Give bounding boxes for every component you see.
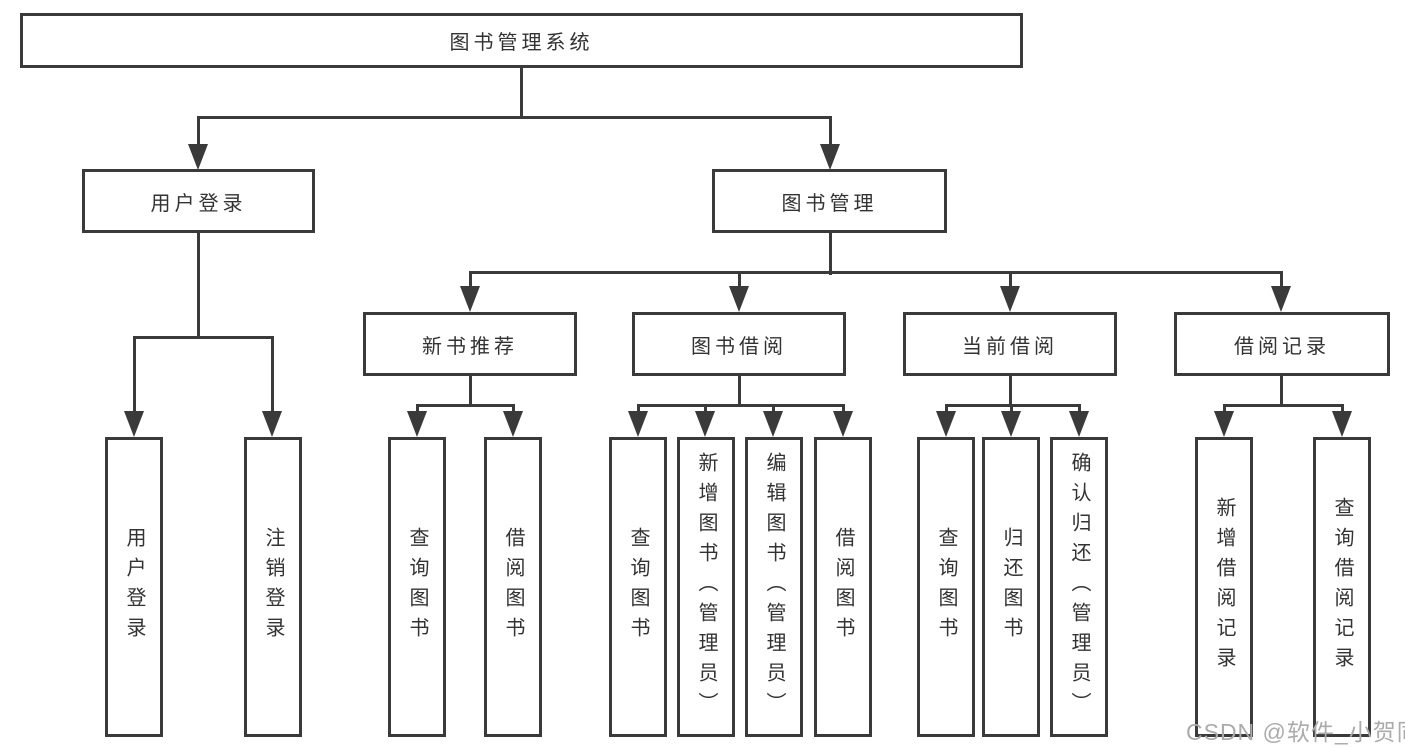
connector-line (637, 404, 640, 414)
node-recommend-query-books: 查询图书 (388, 437, 446, 737)
arrowhead-down-icon (833, 411, 853, 437)
arrowhead-down-icon (1332, 411, 1352, 437)
connector-line (945, 404, 948, 414)
connector-line (1009, 271, 1012, 289)
arrowhead-down-icon (1214, 411, 1234, 437)
node-return-books: 归还图书 (982, 437, 1040, 737)
connector-line (637, 404, 845, 407)
node-book-borrowing: 图书借阅 (632, 312, 846, 376)
arrowhead-down-icon (188, 144, 208, 170)
node-borrow-query-books: 查询图书 (609, 437, 667, 737)
node-new-book-recommend: 新书推荐 (363, 312, 577, 376)
node-label: 确认归还（管理员） (1068, 452, 1090, 722)
connector-line (133, 336, 274, 339)
connector-line (469, 271, 472, 289)
arrowhead-down-icon (628, 411, 648, 437)
node-label: 当前借阅 (962, 335, 1058, 358)
node-confirm-return-admin: 确认归还（管理员） (1050, 437, 1108, 737)
connector-line (416, 404, 419, 414)
connector-line (704, 404, 707, 414)
node-label: 归还图书 (1000, 527, 1022, 647)
connector-line (1010, 404, 1013, 414)
connector-line (772, 404, 775, 414)
node-add-borrow-record: 新增借阅记录 (1195, 437, 1253, 737)
node-label: 借阅图书 (502, 527, 524, 647)
connector-line (197, 233, 200, 339)
connector-line (1223, 404, 1226, 414)
node-current-borrowing: 当前借阅 (903, 312, 1117, 376)
node-label: 图书管理系统 (449, 32, 594, 54)
arrowhead-down-icon (729, 286, 749, 312)
node-edit-books-admin: 编辑图书（管理员） (745, 437, 803, 737)
connector-line (1280, 375, 1283, 407)
connector-line (945, 404, 1081, 407)
arrowhead-down-icon (1001, 411, 1021, 437)
node-query-borrow-record: 查询借阅记录 (1313, 437, 1371, 737)
arrowhead-down-icon (460, 286, 480, 312)
connector-line (520, 68, 523, 119)
connector-line (829, 233, 832, 275)
node-label: 查询图书 (935, 527, 957, 647)
connector-line (197, 116, 200, 146)
connector-line (1009, 375, 1012, 407)
node-label: 借阅记录 (1234, 335, 1330, 358)
arrowhead-down-icon (936, 411, 956, 437)
arrowhead-down-icon (262, 411, 282, 437)
connector-line (829, 116, 832, 146)
connector-line (1223, 404, 1344, 407)
arrowhead-down-icon (763, 411, 783, 437)
node-label: 图书借阅 (691, 335, 787, 358)
node-logout: 注销登录 (244, 437, 302, 737)
node-recommend-borrow-books: 借阅图书 (484, 437, 542, 737)
node-label: 图书管理 (781, 192, 878, 215)
arrowhead-down-icon (820, 144, 840, 170)
node-borrow-books: 借阅图书 (814, 437, 872, 737)
csdn-watermark: CSDN @软件_小贺同学 (1186, 719, 1405, 745)
node-label: 查询图书 (627, 527, 649, 647)
node-label: 注销登录 (262, 527, 284, 647)
node-label: 编辑图书（管理员） (763, 452, 785, 722)
connector-line (1341, 404, 1344, 414)
node-library-system: 图书管理系统 (20, 13, 1023, 68)
node-add-books-admin: 新增图书（管理员） (677, 437, 735, 737)
connector-line (842, 404, 845, 414)
node-label: 新书推荐 (422, 335, 518, 358)
connector-line (197, 116, 832, 119)
connector-line (1078, 404, 1081, 414)
connector-line (469, 375, 472, 407)
connector-line (133, 336, 136, 414)
node-borrowing-records: 借阅记录 (1174, 312, 1390, 376)
node-book-management: 图书管理 (712, 169, 947, 233)
connector-line (738, 375, 741, 407)
node-current-query-books: 查询图书 (917, 437, 975, 737)
node-login: 用户登录 (105, 437, 163, 737)
node-label: 新增图书（管理员） (695, 452, 717, 722)
node-label: 查询图书 (406, 527, 428, 647)
node-user-login: 用户登录 (82, 169, 315, 233)
connector-line (416, 404, 515, 407)
arrowhead-down-icon (124, 411, 144, 437)
node-label: 借阅图书 (832, 527, 854, 647)
connector-line (469, 271, 1283, 274)
arrowhead-down-icon (503, 411, 523, 437)
connector-line (1280, 271, 1283, 289)
connector-line (738, 271, 741, 289)
node-label: 查询借阅记录 (1331, 497, 1353, 677)
arrowhead-down-icon (1271, 286, 1291, 312)
node-label: 新增借阅记录 (1213, 497, 1235, 677)
connector-line (512, 404, 515, 414)
connector-line (271, 336, 274, 414)
arrowhead-down-icon (695, 411, 715, 437)
arrowhead-down-icon (1000, 286, 1020, 312)
arrowhead-down-icon (1069, 411, 1089, 437)
node-label: 用户登录 (150, 192, 247, 215)
node-label: 用户登录 (123, 527, 145, 647)
arrowhead-down-icon (407, 411, 427, 437)
